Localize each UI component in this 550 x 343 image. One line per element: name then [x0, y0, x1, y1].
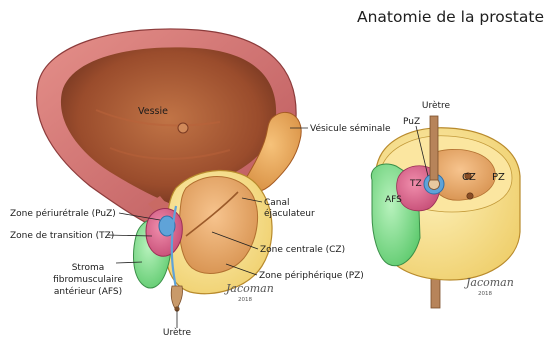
cs-label-pz: PZ [492, 172, 505, 183]
cs-ejaculatory-duct [467, 193, 473, 199]
cs-label-afs: AFS [385, 195, 402, 205]
label-vessie: Vessie [138, 106, 168, 117]
label-pz: Zone périphérique (PZ) [259, 270, 364, 281]
cross-section-view: Urètre PuZ TZ CZ PZ AFS Jacoman 2018 [371, 100, 520, 308]
label-afs-line3: antérieur (AFS) [54, 286, 122, 297]
cs-label-puz: PuZ [403, 117, 420, 127]
cs-artist-signature: Jacoman 2018 [464, 276, 514, 297]
signature-year: 2018 [238, 297, 252, 303]
cs-label-cz: CZ [462, 172, 476, 183]
label-afs-line1: Stroma [72, 263, 105, 273]
cs-urethra-top [430, 116, 438, 180]
label-tz: Zone de transition (TZ) [10, 231, 114, 241]
cs-signature-year: 2018 [478, 291, 492, 297]
sagittal-view: Vessie Vésicule séminale Canal éjaculate… [10, 29, 391, 338]
label-vesicule: Vésicule séminale [310, 123, 391, 134]
cs-label-tz: TZ [409, 179, 422, 189]
label-canal-line2: éjaculateur [264, 208, 315, 219]
artist-signature: Jacoman 2018 [224, 282, 274, 303]
ureteral-orifice [178, 123, 188, 133]
label-puz: Zone périurétrale (PuZ) [10, 208, 116, 219]
urethra-tail [171, 286, 182, 310]
signature-name: Jacoman [224, 282, 274, 295]
cs-label-uretre: Urètre [422, 100, 451, 111]
page-title: Anatomie de la prostate [357, 8, 544, 26]
label-uretre: Urètre [163, 327, 192, 338]
label-canal-line1: Canal [264, 198, 290, 208]
label-afs-line2: fibromusculaire [53, 275, 123, 285]
label-cz: Zone centrale (CZ) [260, 245, 345, 255]
cs-signature-name: Jacoman [464, 276, 514, 289]
